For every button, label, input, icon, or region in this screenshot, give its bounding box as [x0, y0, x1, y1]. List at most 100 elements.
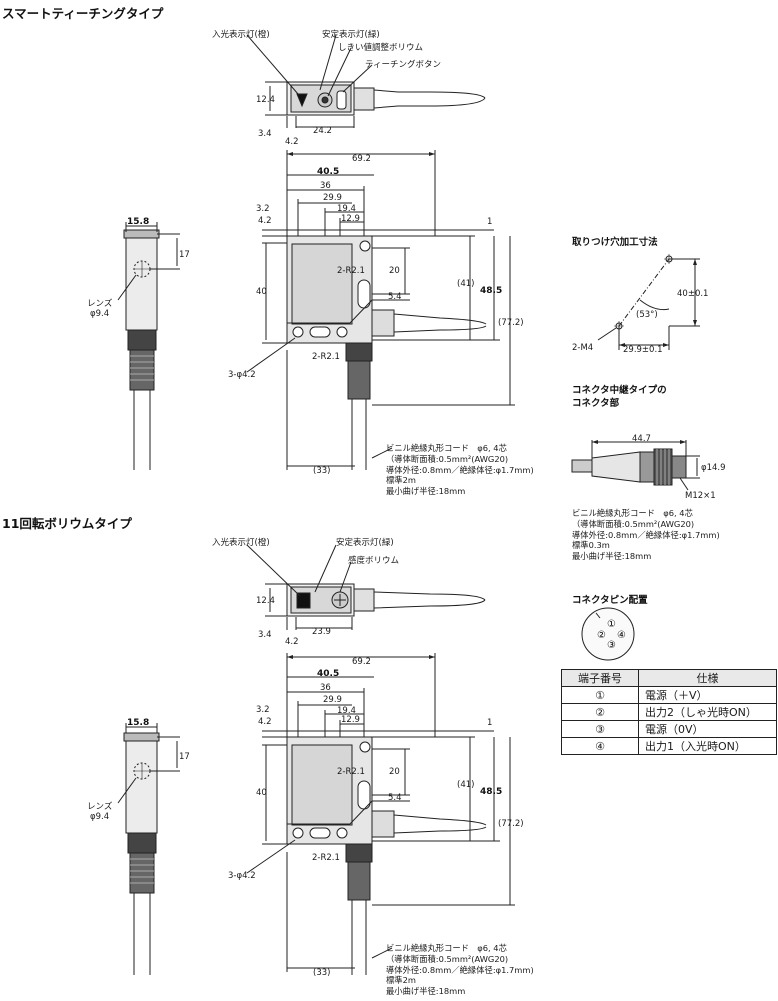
dim-height-2: 12.4 [256, 596, 275, 606]
label-sensitivity-volume-2: 感度ボリウム [348, 556, 400, 566]
mount-dim-angle: (53°) [636, 310, 658, 320]
header-spec: 仕様 [638, 669, 777, 687]
lens-label-2: レンズ [87, 801, 113, 812]
dim-height-1: 12.4 [256, 95, 275, 105]
dim-77-2-2: (77.2) [498, 819, 524, 829]
dim-33-2: (33) [313, 968, 330, 978]
label-teaching-button-1: ティーチングボタン [365, 60, 441, 70]
dim-4-2-1: 4.2 [258, 216, 272, 226]
connector-cord-spec: ビニル絶縁丸形コード φ6, 4芯 （導体断面積:0.5mm²(AWG20) 導… [572, 508, 720, 562]
connector-dia: φ14.9 [701, 463, 726, 473]
dim-40-5-2: 40.5 [317, 669, 339, 679]
dim-20-2: 20 [389, 767, 400, 777]
dim-12-9-2: 12.9 [341, 715, 360, 725]
connector-drawing [571, 440, 700, 491]
dim-offset-1: 4.2 [285, 137, 299, 147]
table-header-row: 端子番号 仕様 [561, 669, 777, 687]
terminal-number: ② [561, 703, 639, 721]
dim-r-top-1: 2-R2.1 [337, 266, 365, 276]
section-title-11-turn: 11回転ボリウムタイプ [2, 516, 132, 531]
cord-spec-1: ビニル絶縁丸形コード φ6, 4芯 （導体断面積:0.5mm²(AWG20) 導… [386, 443, 534, 497]
dim-r-bottom-2: 2-R2.1 [312, 853, 340, 863]
dim-overall-1: 69.2 [352, 154, 371, 164]
pin-3: ③ [607, 640, 616, 651]
lens-label-1: レンズ [87, 298, 113, 309]
label-incident-indicator-1: 入光表示灯(橙) [212, 30, 270, 40]
lens-dia-2: φ9.4 [90, 812, 109, 822]
dim-36-1: 36 [320, 181, 331, 191]
dim-33-1: (33) [313, 466, 330, 476]
front-dims-2: 69.2 40.5 36 29.9 19.4 12.9 3.2 4.2 1 40… [228, 657, 524, 978]
dim-width-1: 24.2 [313, 126, 332, 136]
cord-spec-2: ビニル絶縁丸形コード φ6, 4芯 （導体断面積:0.5mm²(AWG20) 導… [386, 943, 534, 997]
front-view-2 [246, 653, 515, 975]
mounting-title: 取りつけ穴加工寸法 [572, 237, 658, 248]
dim-left-2: 3.4 [258, 630, 272, 640]
dim-holes-2: 3-φ4.2 [228, 871, 256, 881]
dim-3-2-1: 3.2 [256, 204, 270, 214]
dim-40-1: 40 [256, 287, 267, 297]
dim-side-width-1: 15.8 [127, 217, 149, 227]
pin-4: ④ [617, 630, 626, 641]
mounting-hole-drawing [597, 254, 700, 350]
side-view-1 [117, 222, 180, 470]
front-dims-1: 69.2 40.5 36 29.9 19.4 12.9 3.2 4.2 1 40… [228, 154, 524, 476]
dim-19-4-2: 19.4 [337, 706, 356, 716]
dim-40-5-1: 40.5 [317, 167, 339, 177]
pin-spec-table: 端子番号 仕様 ① 電源（＋V） ② 出力2（しゃ光時ON） ③ 電源（0V） … [561, 669, 777, 755]
top-view-1 [246, 34, 486, 128]
dim-19-4-1: 19.4 [337, 204, 356, 214]
connector-thread: M12×1 [685, 491, 716, 501]
label-incident-indicator-2: 入光表示灯(橙) [212, 538, 270, 548]
dim-5-4-1: 5.4 [388, 292, 402, 302]
table-row: ④ 出力1（入光時ON） [561, 737, 777, 755]
dim-1-2: 1 [487, 718, 492, 728]
dim-41-1: (41) [457, 279, 474, 289]
pin-layout-title: コネクタピン配置 [572, 595, 648, 606]
dim-overall-2: 69.2 [352, 657, 371, 667]
table-row: ① 電源（＋V） [561, 686, 777, 704]
header-terminal-number: 端子番号 [561, 669, 639, 687]
table-row: ③ 電源（0V） [561, 720, 777, 738]
side-view-2 [117, 723, 180, 975]
mount-dim-vertical: 40±0.1 [677, 289, 708, 299]
dim-width-2: 23.9 [312, 627, 331, 637]
terminal-spec: 電源（＋V） [638, 686, 777, 704]
mount-dim-horizontal: 29.9±0.1 [623, 345, 663, 355]
table-row: ② 出力2（しゃ光時ON） [561, 703, 777, 721]
dim-40-2: 40 [256, 788, 267, 798]
dim-r-top-2: 2-R2.1 [337, 767, 365, 777]
terminal-number: ③ [561, 720, 639, 738]
terminal-spec: 電源（0V） [638, 720, 777, 738]
dim-29-9-1: 29.9 [323, 193, 342, 203]
dim-lens-height-1: 17 [179, 250, 190, 260]
dim-20-1: 20 [389, 266, 400, 276]
dim-side-width-2: 15.8 [127, 718, 149, 728]
dim-29-9-2: 29.9 [323, 695, 342, 705]
pin-1: ① [607, 619, 616, 630]
pin-layout-drawing [581, 607, 635, 661]
label-threshold-volume-1: しきい値調整ボリウム [338, 43, 424, 53]
terminal-number: ① [561, 686, 639, 704]
top-view-2 [246, 544, 486, 630]
dim-5-4-2: 5.4 [388, 793, 402, 803]
lens-dia-1: φ9.4 [90, 309, 109, 319]
connector-length: 44.7 [632, 434, 651, 444]
dim-r-bottom-1: 2-R2.1 [312, 352, 340, 362]
terminal-spec: 出力2（しゃ光時ON） [638, 703, 777, 721]
dim-48-5-2: 48.5 [480, 787, 502, 797]
connector-title: コネクタ中継タイプの コネクタ部 [572, 385, 667, 409]
terminal-number: ④ [561, 737, 639, 755]
dim-4-2-2: 4.2 [258, 717, 272, 727]
dim-48-5-1: 48.5 [480, 286, 502, 296]
dim-left-1: 3.4 [258, 129, 272, 139]
label-stability-indicator-2: 安定表示灯(緑) [336, 538, 394, 548]
dim-41-2: (41) [457, 780, 474, 790]
terminal-spec: 出力1（入光時ON） [638, 737, 777, 755]
dim-1-1: 1 [487, 217, 492, 227]
dim-36-2: 36 [320, 683, 331, 693]
dim-lens-height-2: 17 [179, 752, 190, 762]
dim-offset-2: 4.2 [285, 637, 299, 647]
dim-holes-1: 3-φ4.2 [228, 370, 256, 380]
